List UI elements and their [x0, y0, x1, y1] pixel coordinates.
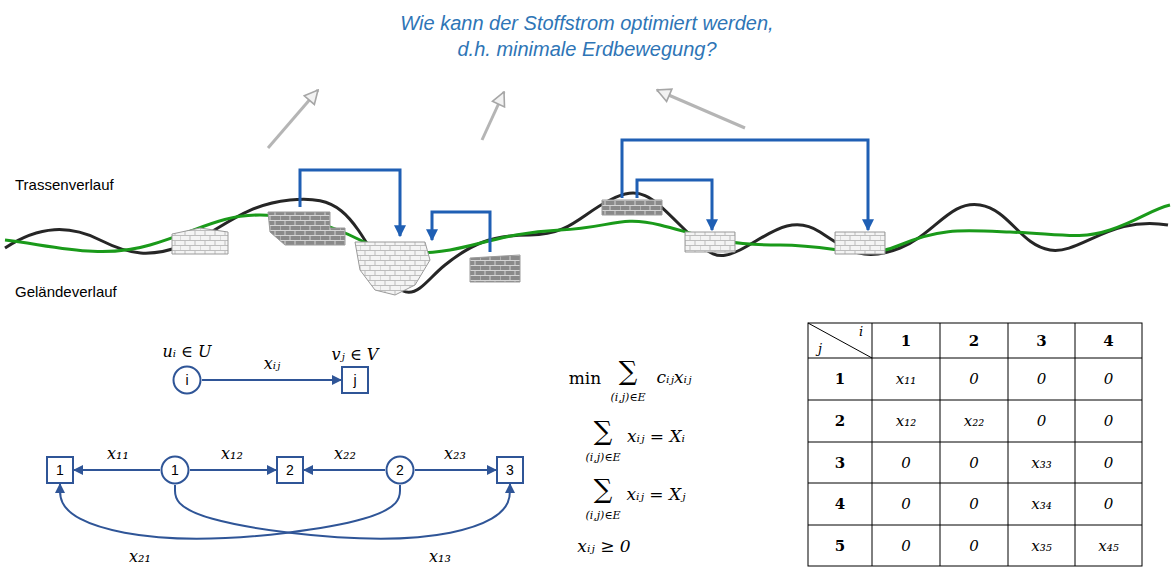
node-circle [174, 367, 201, 394]
fill-block [172, 228, 228, 254]
formula-text: min [569, 368, 602, 388]
axis-label: j [818, 341, 822, 357]
demand-node: 2 [276, 456, 304, 484]
demand-node: vⱼ ∈ Vj [341, 366, 369, 394]
table-cell: x₃₃ [1031, 454, 1052, 472]
flow-arrow [175, 484, 510, 539]
node-label: 2 [396, 462, 404, 478]
table-cell: 0 [1037, 370, 1047, 388]
cut-block [602, 200, 662, 215]
node-label: i [185, 372, 188, 388]
transport-bracket [622, 140, 868, 230]
table-cell: 0 [1104, 370, 1114, 388]
table-cell: x₂₂ [964, 412, 985, 430]
table-cell: 0 [969, 495, 979, 513]
table-cell: x₁₂ [896, 412, 917, 430]
fill-block [835, 232, 885, 254]
column-header: 3 [1036, 332, 1046, 350]
fill-block [355, 242, 430, 295]
table-cell: x₄₅ [1098, 537, 1119, 555]
table-cell: x₃₅ [1031, 537, 1052, 555]
pointer-arrow [657, 90, 745, 128]
set-heading: uᵢ ∈ U [162, 342, 211, 361]
formula-text: xᵢⱼ ≥ 0 [577, 536, 630, 556]
flow-arrow [60, 484, 400, 539]
terrain-label: Geländeverlauf [15, 283, 117, 301]
table-lines [808, 323, 1142, 566]
node-circle [162, 457, 189, 484]
earth-blocks [172, 200, 885, 295]
column-header: 1 [901, 332, 911, 350]
table-cell: x₃₄ [1031, 495, 1052, 513]
node-label: j [353, 372, 356, 388]
flow-variable: x₂₃ [442, 444, 468, 463]
node-label: 2 [286, 462, 294, 478]
formula-text: xᵢⱼ = Xⱼ [626, 484, 685, 504]
sum-index: (i,j)∈E [610, 391, 645, 404]
title-question: Wie kann der Stoffstrom optimiert werden… [389, 10, 785, 62]
table-cell: 0 [969, 454, 979, 472]
flow-arrow [304, 469, 385, 471]
cut-block [470, 255, 520, 282]
table-cell: 0 [901, 537, 911, 555]
flow-variable: x₁₃ [427, 547, 453, 566]
sum-index: (i,j)∈E [585, 451, 620, 464]
row-header: 5 [835, 537, 845, 555]
matrix-grid [808, 323, 1142, 566]
pointer-arrow [268, 90, 318, 148]
axis-label: i [859, 324, 863, 340]
sum-index: (i,j)∈E [585, 509, 620, 522]
table-border [808, 323, 1142, 566]
table-cell: 0 [1037, 412, 1047, 430]
node-label: 1 [171, 462, 179, 478]
table-cell: 0 [969, 537, 979, 555]
transport-brackets [300, 140, 868, 252]
flow-arrow [202, 379, 341, 381]
set-heading: vⱼ ∈ V [332, 345, 379, 364]
row-header: 1 [835, 370, 845, 388]
table-cell: x₁₁ [896, 370, 917, 388]
column-header: 2 [969, 332, 979, 350]
table-cell: 0 [1104, 495, 1114, 513]
flow-variable: xᵢⱼ [262, 354, 282, 373]
sum-symbol: ∑ [594, 416, 613, 447]
table-cell: 0 [901, 454, 911, 472]
node-label: 3 [506, 462, 514, 478]
flow-variable: x₁₁ [105, 444, 131, 463]
transport-bracket [637, 180, 712, 230]
formula-text: xᵢⱼ = Xᵢ [627, 426, 685, 446]
sum-symbol: ∑ [619, 356, 638, 387]
terrain-line [5, 193, 1168, 292]
row-header: 4 [835, 495, 845, 513]
flow-variable: x₁₂ [219, 444, 245, 463]
row-header: 2 [835, 412, 845, 430]
sum-symbol: ∑ [594, 474, 613, 505]
flow-arrow [415, 469, 496, 471]
supply-node: 2 [385, 455, 415, 485]
row-header: 3 [835, 454, 845, 472]
flow-variable: x₂₁ [127, 547, 153, 566]
transport-bracket [300, 170, 400, 236]
column-header: 4 [1103, 332, 1113, 350]
flow-variable: x₂₂ [332, 444, 358, 463]
table-cell: 0 [969, 370, 979, 388]
table-cell: 0 [1104, 412, 1114, 430]
demand-node: 3 [496, 456, 524, 484]
supply-node: 1 [160, 455, 190, 485]
node-label: 1 [56, 462, 64, 478]
formula-text: cᵢⱼxᵢⱼ [657, 367, 692, 387]
table-cell: 0 [901, 495, 911, 513]
fill-block [685, 232, 735, 252]
flow-arrow [190, 469, 276, 471]
demand-node: 1 [46, 456, 74, 484]
pointer-arrow [482, 92, 504, 140]
supply-node: uᵢ ∈ Ui [172, 365, 202, 395]
cut-block [268, 212, 345, 245]
flow-arrow [74, 469, 160, 471]
transport-bracket [432, 212, 490, 252]
route-label: Trassenverlauf [15, 176, 114, 194]
table-cell: 0 [1104, 454, 1114, 472]
node-circle [387, 457, 414, 484]
